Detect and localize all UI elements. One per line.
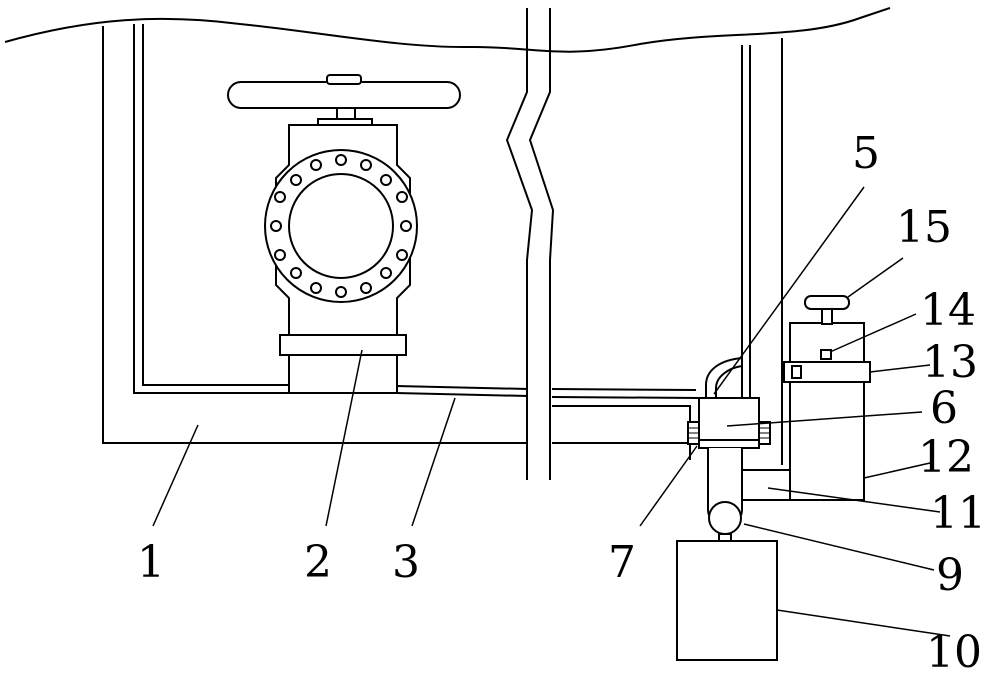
liner-return: [552, 405, 691, 425]
label-9: 9: [936, 550, 964, 601]
band-latch: [791, 365, 802, 379]
knob-head: [804, 295, 850, 310]
hydrant-valve: [227, 74, 461, 394]
broken-pipe-left: [505, 8, 534, 480]
label-14: 14: [920, 285, 976, 336]
handwheel: [227, 81, 461, 109]
broken-pipe-right: [528, 8, 555, 480]
base-pipe: [288, 354, 398, 394]
clamp-hatches: [688, 427, 770, 439]
leader-6: [726, 411, 923, 427]
leader-7: [639, 445, 698, 527]
label-11: 11: [930, 488, 986, 539]
leader-11: [767, 487, 941, 513]
inner-liner: [142, 24, 697, 391]
leader-2: [325, 349, 363, 527]
handwheel-cap: [326, 74, 362, 85]
leader-lines: [152, 186, 951, 637]
flange-inner: [288, 173, 394, 279]
indicator-light: [820, 349, 832, 360]
leader-1: [152, 424, 199, 527]
leader-3: [411, 397, 456, 527]
flange-bolts: [270, 154, 412, 298]
bracket: [741, 469, 791, 501]
bottom-box: [676, 540, 778, 661]
leader-5: [713, 186, 865, 395]
base-flange: [279, 334, 407, 356]
part-labels: 1 2 3 5 15 14 13 6 12 11 7 9 10: [137, 128, 986, 676]
leader-14: [829, 313, 917, 353]
tube-nozzle: [718, 533, 732, 542]
label-5: 5: [852, 128, 880, 179]
inner-frame: [133, 24, 701, 399]
bent-tube: [705, 357, 743, 400]
label-7: 7: [608, 537, 636, 588]
leader-13: [869, 364, 931, 373]
float-ball: [708, 501, 742, 535]
label-6: 6: [930, 383, 958, 434]
label-12: 12: [918, 432, 974, 483]
label-1: 1: [137, 537, 165, 588]
label-10: 10: [926, 627, 982, 676]
knob-stem: [821, 307, 833, 325]
leader-12: [863, 462, 931, 479]
ground-cut-line: [4, 7, 891, 53]
leader-9: [743, 523, 935, 571]
label-15: 15: [896, 202, 952, 253]
leader-15: [847, 257, 904, 298]
label-2: 2: [304, 537, 332, 588]
label-3: 3: [392, 537, 420, 588]
leader-10: [776, 609, 951, 637]
label-13: 13: [922, 337, 978, 388]
